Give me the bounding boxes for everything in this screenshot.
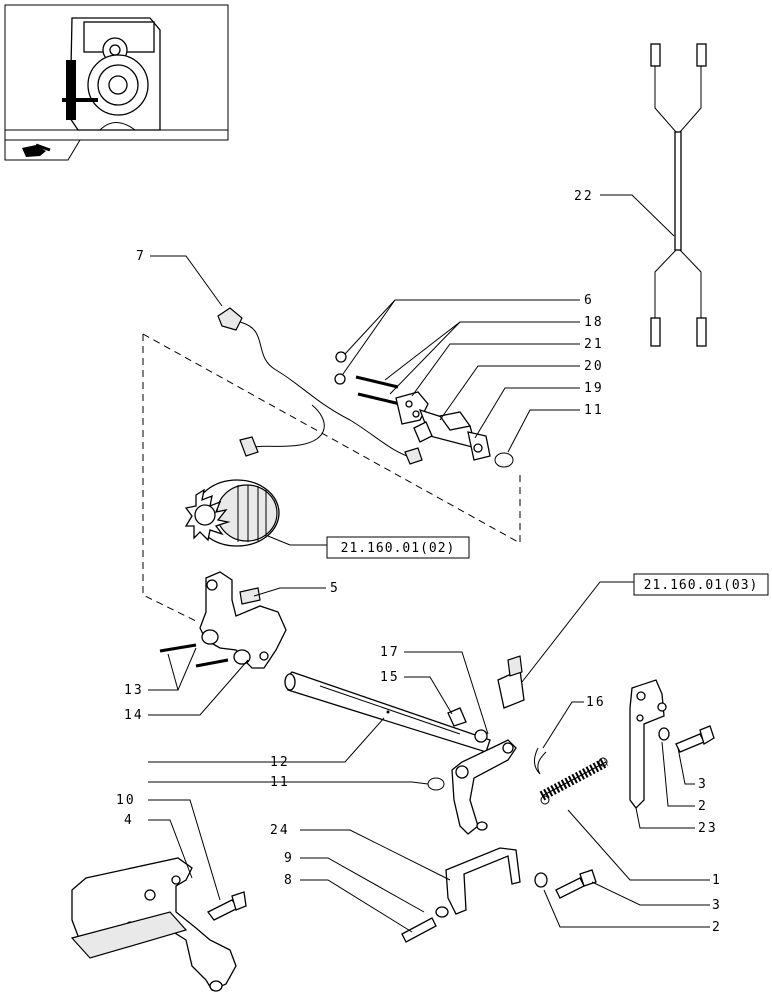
wiring-harness-22 — [650, 43, 707, 347]
callout-23: 23 — [698, 821, 718, 836]
reference-text-sensor: 21.160.01(03) — [644, 578, 759, 593]
callout-17: 17 — [380, 645, 400, 660]
callout-12: 12 — [270, 755, 290, 770]
callout-11-bottom: 11 — [270, 775, 290, 790]
callout-3-right: 3 — [698, 777, 708, 792]
sensor-cable-7 — [217, 307, 423, 465]
clip-16 — [533, 747, 547, 775]
callout-4: 4 — [124, 813, 134, 828]
callout-20: 20 — [584, 359, 604, 374]
callout-16: 16 — [586, 695, 606, 710]
callout-18: 18 — [584, 315, 604, 330]
callout-13: 13 — [124, 683, 144, 698]
shift-fork-5 — [159, 571, 287, 669]
callout-19: 19 — [584, 381, 604, 396]
callout-6: 6 — [584, 293, 594, 308]
callout-14: 14 — [124, 708, 144, 723]
spring-1 — [539, 757, 609, 805]
callout-21: 21 — [584, 337, 604, 352]
callout-9: 9 — [284, 851, 294, 866]
bracket-24 — [401, 847, 597, 943]
callout-8: 8 — [284, 873, 294, 888]
lever-assembly — [427, 739, 517, 835]
callout-2-bottom: 2 — [712, 920, 722, 935]
reference-text-gear: 21.160.01(02) — [341, 541, 456, 556]
callout-24: 24 — [270, 823, 290, 838]
sensor-assembly — [334, 351, 514, 468]
callout-22: 22 — [574, 189, 594, 204]
sensor-part-ref — [497, 655, 525, 709]
thumbnail-inset — [4, 4, 229, 141]
callout-labels: 7 6 18 21 20 19 11 22 5 13 14 17 15 16 1… — [116, 189, 722, 935]
fastener-15-17 — [447, 707, 488, 743]
bracket-23 — [629, 679, 715, 809]
callout-10: 10 — [116, 793, 136, 808]
reference-box-sensor[interactable]: 21.160.01(03) — [633, 573, 769, 596]
callout-7: 7 — [136, 249, 146, 264]
gear-assembly — [184, 479, 280, 547]
callout-15: 15 — [380, 670, 400, 685]
callout-1: 1 — [712, 873, 722, 888]
callout-11-top: 11 — [584, 403, 604, 418]
callout-5: 5 — [330, 581, 340, 596]
assembly-dashed-outline-left — [142, 334, 199, 623]
mounting-bracket-4 — [70, 857, 247, 992]
reference-box-gear[interactable]: 21.160.01(02) — [326, 536, 470, 559]
shaft-12 — [284, 671, 491, 753]
callout-2-right: 2 — [698, 799, 708, 814]
leader-lines — [148, 194, 710, 933]
navigation-icon[interactable] — [4, 139, 81, 161]
callout-3-bottom: 3 — [712, 898, 722, 913]
